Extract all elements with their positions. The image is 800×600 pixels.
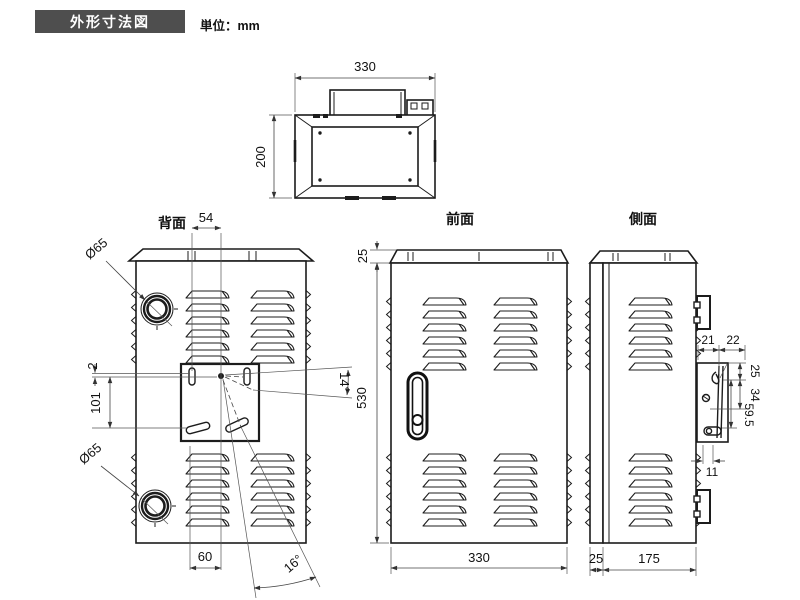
dim-plate-height: 101 xyxy=(88,392,103,414)
dim-bracket-22: 22 xyxy=(726,333,740,347)
hinge-bottom xyxy=(693,489,711,524)
dim-front-width: 330 xyxy=(468,550,490,565)
dim-slot-top: 54 xyxy=(199,210,213,225)
dim-slot-bottom: 60 xyxy=(198,549,212,564)
bracket-slot xyxy=(703,426,722,436)
top-view: 330 200 xyxy=(253,59,437,200)
front-body xyxy=(390,262,568,544)
dim-back-panel: 25 xyxy=(589,551,603,566)
dim-body-height: 530 xyxy=(354,387,369,409)
side-view-label: 側面 xyxy=(628,211,657,227)
front-view: 前面 25 530 330 xyxy=(354,211,572,574)
dim-depth: 175 xyxy=(638,551,660,566)
front-view-label: 前面 xyxy=(446,211,474,227)
door-handle xyxy=(406,371,429,441)
dim-top-depth: 200 xyxy=(253,146,268,168)
dim-gland-top: Ø65 xyxy=(82,235,110,262)
back-view: 背面 xyxy=(76,210,353,599)
dim-bracket-21: 21 xyxy=(701,333,715,347)
dim-bracket-34: 34 xyxy=(748,388,762,402)
side-view: 側面 25 175 xyxy=(586,211,711,576)
side-back-panel xyxy=(589,262,604,544)
side-roof xyxy=(588,250,699,264)
page-title: 外形寸法図 xyxy=(35,10,185,33)
dim-plate-gap: 2 xyxy=(85,362,100,369)
dim-roof-height: 25 xyxy=(355,249,370,263)
dim-bracket-11: 11 xyxy=(706,465,719,479)
dim-gland-bottom: Ø65 xyxy=(76,440,104,467)
bracket-detail: 21 22 25 34 59.5 11 xyxy=(691,333,762,479)
dim-angle-bottom: 16° xyxy=(281,551,306,575)
bracket-screw xyxy=(701,393,711,403)
back-view-label: 背面 xyxy=(158,215,186,231)
dim-bracket-59-5: 59.5 xyxy=(742,403,756,427)
top-handle xyxy=(329,89,406,118)
unit-label: 単位：mm xyxy=(200,19,260,33)
dim-top-width: 330 xyxy=(354,59,376,74)
dim-angle-side: 14° xyxy=(337,372,352,392)
dim-bracket-25: 25 xyxy=(748,364,762,378)
hinge-top xyxy=(693,295,711,330)
